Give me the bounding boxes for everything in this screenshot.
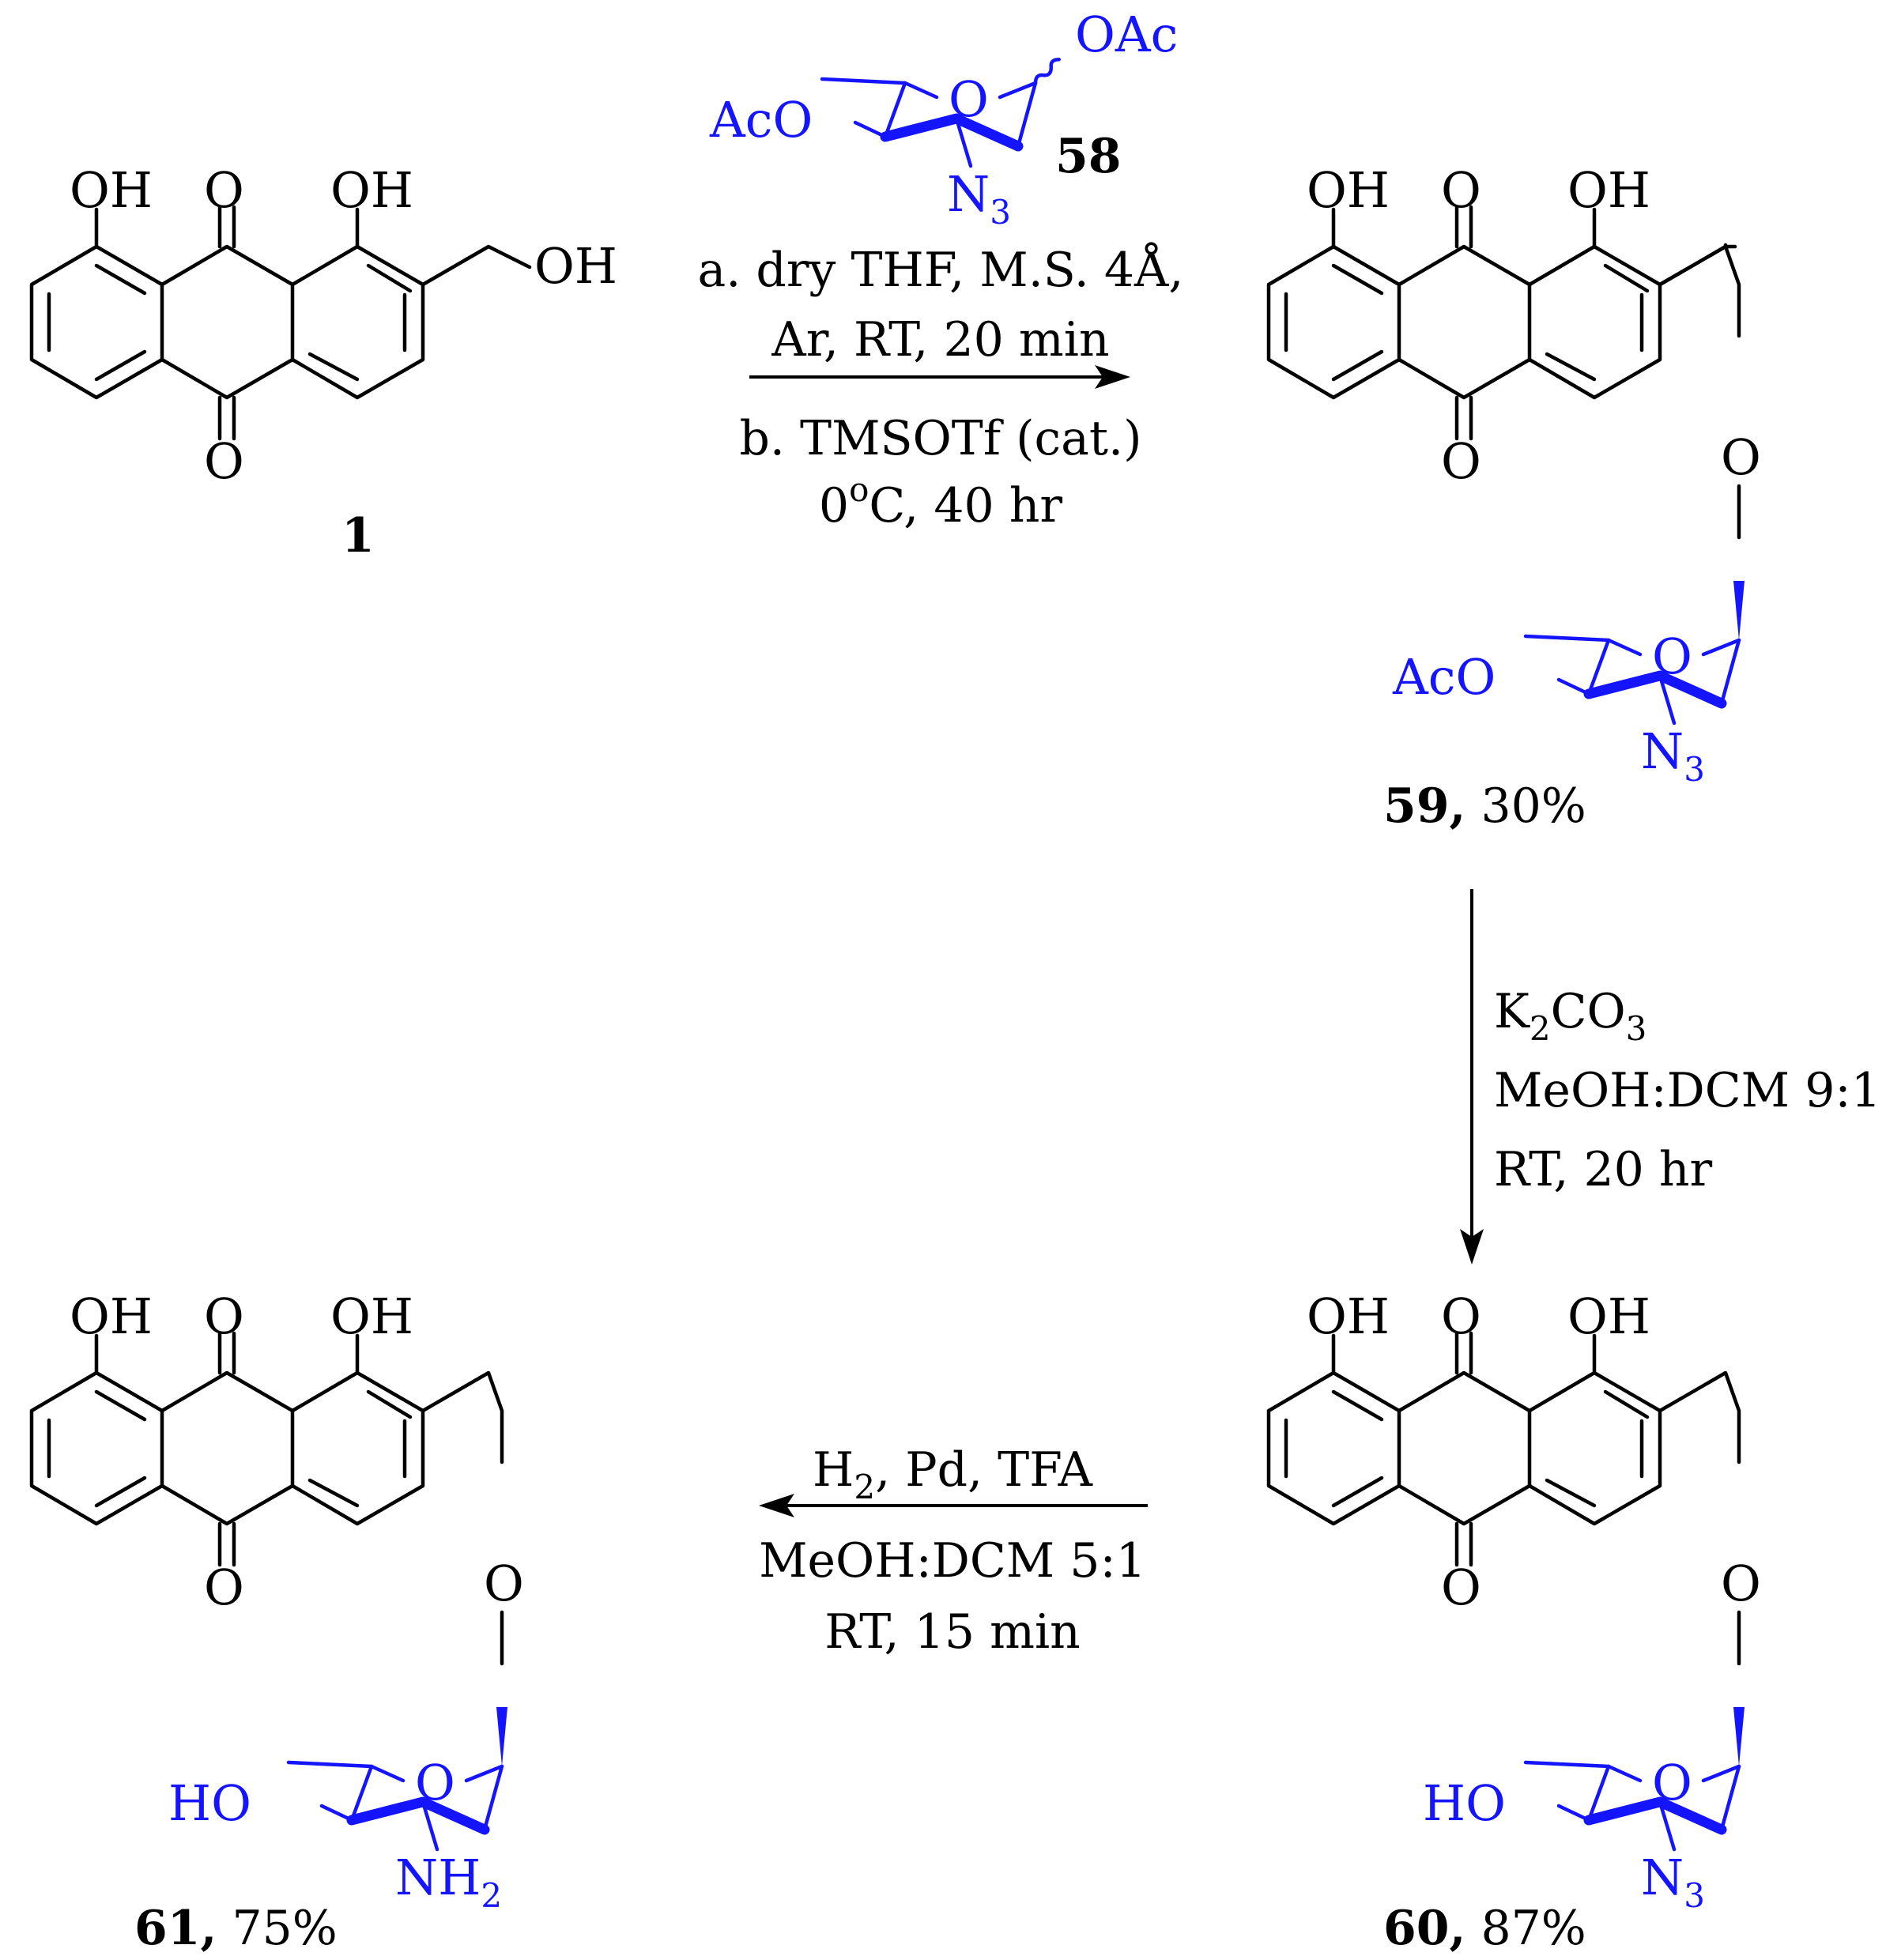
compound-1: OH O OH O OH (32, 161, 617, 490)
condition-text: 0oC, 40 hr (819, 470, 1062, 533)
atom-ho: HO (1423, 1774, 1506, 1832)
reaction-arrow-step1 (749, 365, 1130, 389)
compound-60: OH O OH O O (1269, 1287, 1761, 1666)
condition-text: H2, Pd, TFA (813, 1442, 1093, 1506)
sugar-59: AcO O N3 (1392, 581, 1745, 789)
compound-label-60: 60, 87% (1383, 1901, 1586, 1956)
atom-o: O (1441, 432, 1481, 490)
compound-58: AcO O N3 OAc (709, 6, 1178, 232)
condition-text: a. dry THF, M.S. 4Å, (698, 242, 1184, 298)
compound-label-59: 59, 30% (1383, 778, 1586, 834)
condition-text: RT, 20 hr (1494, 1142, 1713, 1197)
atom-o: O (204, 1559, 244, 1616)
atom-oh: OH (1307, 161, 1390, 219)
atom-oac: OAc (1075, 6, 1178, 63)
atom-o: O (1721, 428, 1761, 486)
condition-text: MeOH:DCM 5:1 (759, 1533, 1146, 1589)
atom-oh: OH (330, 1287, 413, 1345)
atom-oh: OH (1307, 1287, 1390, 1345)
atom-n3: N3 (947, 165, 1011, 232)
condition-text: RT, 15 min (824, 1604, 1081, 1660)
atom-nh2: NH2 (395, 1849, 502, 1915)
compound-number: 58 (1055, 129, 1122, 184)
sugar-60: HO O N3 (1423, 1707, 1745, 1915)
atom-o: O (204, 1287, 244, 1345)
atom-o: O (204, 161, 244, 219)
atom-o: O (1441, 161, 1481, 219)
atom-o: O (204, 432, 244, 490)
atom-o: O (1441, 1559, 1481, 1616)
atom-o: O (1441, 1287, 1481, 1345)
compound-59: OH O OH O O (1269, 161, 1761, 540)
atom-n3: N3 (1641, 722, 1705, 789)
condition-text: b. TMSOTf (cat.) (740, 411, 1142, 466)
compound-61: OH O OH O O (32, 1287, 524, 1666)
atom-oh: OH (534, 237, 617, 295)
atom-n3: N3 (1641, 1849, 1705, 1915)
atom-oh: OH (1567, 1287, 1650, 1345)
atom-oh: OH (330, 161, 413, 219)
compound-label-61: 61, 75% (134, 1901, 338, 1956)
atom-aco: AcO (1392, 648, 1496, 706)
condition-text: K2CO3 (1494, 984, 1646, 1048)
atom-oh: OH (70, 161, 153, 219)
condition-text: MeOH:DCM 9:1 (1494, 1063, 1881, 1118)
atom-ho: HO (168, 1774, 251, 1832)
reaction-arrow-step3 (759, 1494, 1148, 1517)
reaction-arrow-step2 (1460, 889, 1484, 1265)
atom-o: O (484, 1555, 524, 1612)
compound-number: 1 (341, 508, 375, 564)
atom-o: O (949, 70, 989, 128)
sugar-61: HO O NH2 (168, 1707, 507, 1915)
atom-aco: AcO (709, 91, 813, 149)
atom-o: O (1652, 628, 1692, 685)
atom-o: O (1652, 1754, 1692, 1811)
atom-o: O (415, 1754, 455, 1811)
condition-text: Ar, RT, 20 min (771, 312, 1109, 368)
atom-oh: OH (70, 1287, 153, 1345)
atom-o: O (1721, 1555, 1761, 1612)
atom-oh: OH (1567, 161, 1650, 219)
